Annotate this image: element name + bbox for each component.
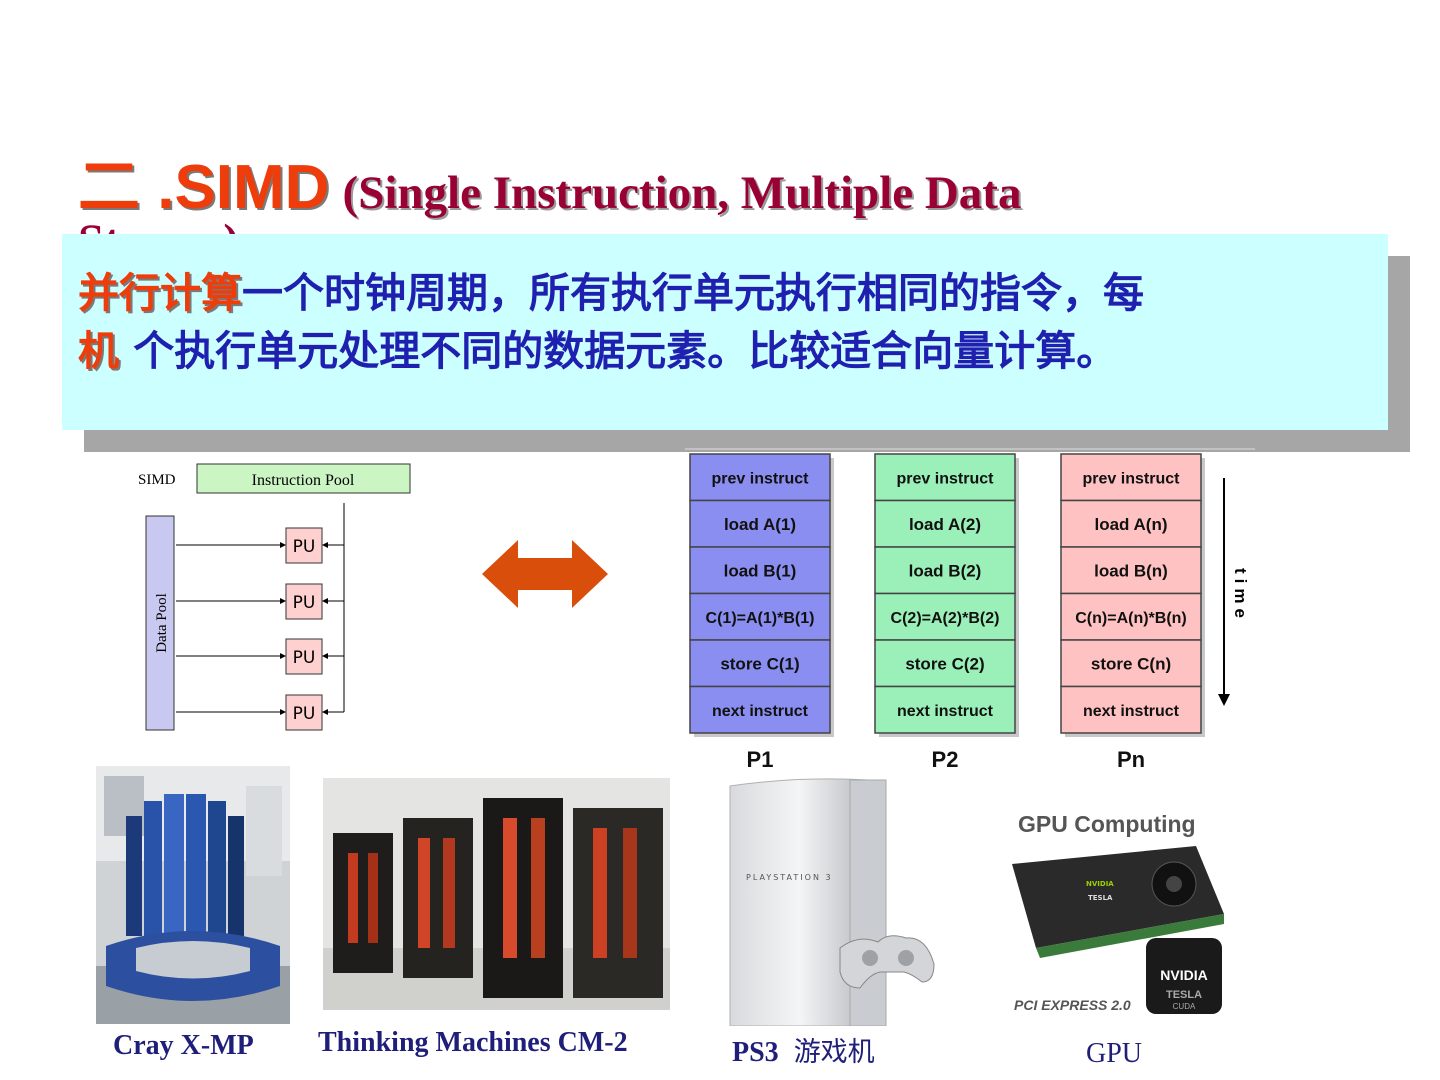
timeline-step-label: store C(2) bbox=[905, 654, 984, 673]
timeline-cell bbox=[689, 685, 831, 734]
timeline-cell bbox=[874, 592, 1016, 641]
slide-title: 二 .SIMD (Single Instruction, Multiple Da… bbox=[78, 136, 1358, 246]
simd-timeline-diagram: time prev instruct load A(1) load B(1) C(1)… bbox=[685, 448, 1255, 770]
definition-line-1: 一个时钟周期，所有执行单元执行相同的指令，每 bbox=[242, 269, 1144, 317]
timeline-cell bbox=[1060, 546, 1202, 595]
timeline-step-label: load A(n) bbox=[1094, 515, 1167, 534]
pu-row-3: PU bbox=[176, 638, 344, 675]
time-arrow-head bbox=[1218, 694, 1230, 706]
caption-ps3-suffix: 游戏机 bbox=[793, 1037, 875, 1068]
definition-box: 并行计算一个时钟周期，所有执行单元执行相同的指令，每 机 个执行单元处理不同的数… bbox=[62, 234, 1388, 430]
badge-tesla: TESLA bbox=[1166, 989, 1202, 1001]
badge-cuda: CUDA bbox=[1173, 1002, 1196, 1011]
pu-label: PU bbox=[293, 537, 316, 557]
data-pool-label: Data Pool bbox=[154, 593, 170, 653]
cray-xmp-photo bbox=[96, 766, 290, 1024]
timeline-cell bbox=[1060, 499, 1202, 548]
double-arrow-shape bbox=[482, 540, 608, 608]
caption-cm2: Thinking Machines CM-2 bbox=[318, 1027, 628, 1058]
timeline-step-label: prev instruct bbox=[712, 470, 810, 487]
timeline-cell bbox=[874, 685, 1016, 734]
timeline-step-label: next instruct bbox=[712, 703, 809, 720]
pu-row-1: PU bbox=[176, 527, 344, 564]
pu-box bbox=[285, 527, 323, 564]
simd-diagram: SIMD Instruction Pool Data Pool PU PU PU… bbox=[138, 463, 411, 731]
pu-label: PU bbox=[293, 593, 316, 613]
simd-label: SIMD bbox=[138, 472, 176, 488]
timeline-step-label: load B(1) bbox=[724, 561, 797, 580]
timeline-step-label: load A(1) bbox=[724, 515, 796, 534]
gpu-card-tesla: TESLA bbox=[1088, 894, 1113, 902]
timeline-step-label: next instruct bbox=[1083, 703, 1180, 720]
timeline-step-label: prev instruct bbox=[897, 470, 995, 487]
timeline-cell bbox=[1060, 453, 1202, 502]
double-arrow-icon bbox=[482, 540, 608, 608]
timeline-column-pn: prev instruct load A(n) load B(n) C(n)=A(n)… bbox=[1060, 453, 1205, 770]
playstation-logo: PLAYSTATION 3 bbox=[746, 873, 833, 882]
definition-highlight: 并行计算 bbox=[78, 269, 242, 317]
timeline-step-label: C(1)=A(1)*B(1) bbox=[706, 610, 815, 627]
timeline-step-label: prev instruct bbox=[1083, 470, 1181, 487]
timeline-cell bbox=[689, 592, 831, 641]
gpu-card-nvidia: NVIDIA bbox=[1086, 880, 1114, 888]
pu-box bbox=[285, 583, 323, 620]
gpu-photo: GPU Computing NVIDIA TESLA PCI EXPRESS 2… bbox=[1006, 802, 1228, 1020]
instruction-pool-label: Instruction Pool bbox=[252, 472, 355, 489]
processor-label: P2 bbox=[932, 747, 959, 770]
timeline-step-label: next instruct bbox=[897, 703, 994, 720]
badge-nvidia: NVIDIA bbox=[1160, 967, 1207, 983]
title-subtitle: (Single Instruction, Multiple Data bbox=[342, 167, 1022, 219]
timeline-cell bbox=[1060, 639, 1202, 688]
ps3-photo: PLAYSTATION 3 bbox=[728, 776, 938, 1026]
data-pool-box bbox=[145, 515, 175, 731]
timeline-cell bbox=[689, 453, 831, 502]
timeline-cell bbox=[874, 453, 1016, 502]
timeline-cell bbox=[689, 639, 831, 688]
caption-ps3: PS3 游戏机 bbox=[732, 1030, 875, 1069]
nvidia-tesla-badge bbox=[1146, 938, 1222, 1014]
processor-label: P1 bbox=[747, 747, 774, 770]
pci-express-logo: PCI EXPRESS 2.0 bbox=[1014, 997, 1131, 1013]
pu-row-4: PU bbox=[176, 694, 344, 731]
pu-box bbox=[285, 638, 323, 675]
gpu-computing-heading: GPU Computing bbox=[1018, 811, 1196, 837]
pu-label: PU bbox=[293, 704, 316, 724]
instruction-pool-box bbox=[196, 463, 411, 494]
definition-line-2: 个执行单元处理不同的数据元素。比较适合向量计算。 bbox=[119, 327, 1118, 375]
title-main: 二 .SIMD bbox=[78, 153, 330, 222]
time-label: time bbox=[1231, 568, 1250, 623]
caption-ps3-label: PS3 bbox=[732, 1037, 779, 1068]
timeline-cell bbox=[1060, 685, 1202, 734]
definition-highlight-2: 机 bbox=[78, 327, 119, 375]
timeline-step-label: C(2)=A(2)*B(2) bbox=[891, 610, 1000, 627]
timeline-step-label: load B(2) bbox=[909, 561, 982, 580]
timeline-column-p2: prev instruct load A(2) load B(2) C(2)=A(2)… bbox=[874, 453, 1019, 770]
processor-label: Pn bbox=[1117, 747, 1145, 770]
timeline-cell bbox=[1060, 592, 1202, 641]
timeline-column-p1: prev instruct load A(1) load B(1) C(1)=A(1)… bbox=[689, 453, 834, 770]
definition-text: 并行计算一个时钟周期，所有执行单元执行相同的指令，每 机 个执行单元处理不同的数… bbox=[78, 264, 1378, 380]
timeline-cell bbox=[874, 499, 1016, 548]
pu-row-2: PU bbox=[176, 583, 344, 620]
caption-gpu: GPU bbox=[1086, 1038, 1143, 1069]
pu-box bbox=[285, 694, 323, 731]
timeline-step-label: store C(1) bbox=[720, 654, 799, 673]
timeline-step-label: store C(n) bbox=[1091, 654, 1171, 673]
pu-label: PU bbox=[293, 648, 316, 668]
timeline-step-label: C(n)=A(n)*B(n) bbox=[1075, 610, 1187, 627]
caption-cray: Cray X-MP bbox=[113, 1030, 254, 1061]
timeline-step-label: load B(n) bbox=[1094, 561, 1168, 580]
cm2-photo bbox=[323, 778, 670, 1010]
timeline-step-label: load A(2) bbox=[909, 515, 981, 534]
